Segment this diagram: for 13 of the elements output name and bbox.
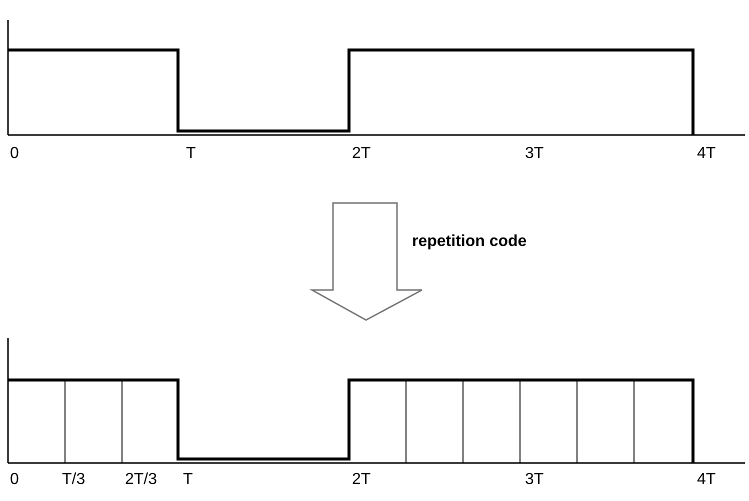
tick-label: 4T: [697, 471, 716, 489]
arrow-label: repetition code: [412, 233, 527, 251]
tick-label: T/3: [62, 471, 86, 489]
tick-label: 4T: [697, 145, 716, 163]
tick-label: 2T: [352, 145, 371, 163]
tick-label: 2T/3: [125, 471, 158, 489]
tick-label: T: [186, 145, 196, 163]
tick-label: 3T: [525, 145, 544, 163]
tick-label: T: [183, 471, 193, 489]
tick-label: 0: [10, 145, 19, 163]
tick-label: 2T: [352, 471, 371, 489]
tick-label: 3T: [525, 471, 544, 489]
tick-label: 0: [10, 471, 19, 489]
